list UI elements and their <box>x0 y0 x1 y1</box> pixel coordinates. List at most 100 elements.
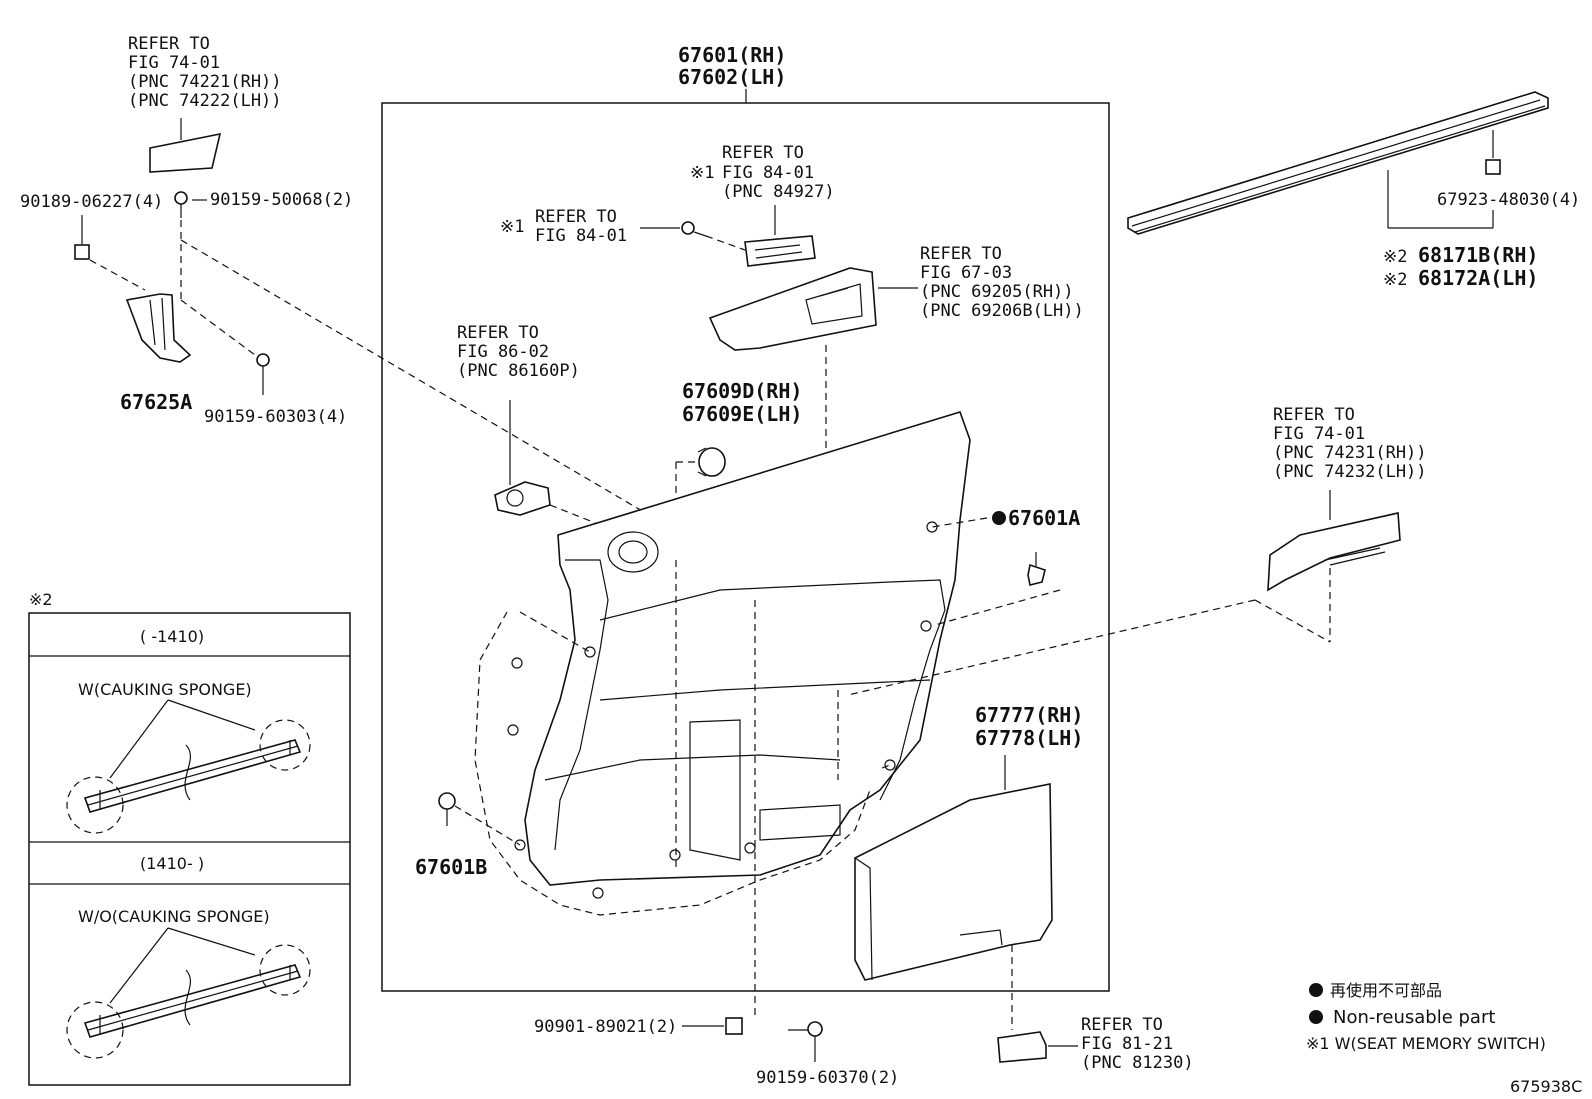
label-67601B[interactable]: 67601B <box>415 855 487 879</box>
svg-text:67777(RH): 67777(RH) <box>975 703 1083 727</box>
svg-text:FIG 74-01: FIG 74-01 <box>1273 424 1365 444</box>
non-reusable-marker-icon <box>1309 1010 1323 1024</box>
svg-text:※2: ※2 <box>29 590 53 609</box>
window-switch-cover <box>1267 512 1401 592</box>
svg-text:67778(LH): 67778(LH) <box>975 726 1083 750</box>
svg-text:90159-50068(2): 90159-50068(2) <box>210 190 353 210</box>
svg-text:90159-60370(2): 90159-60370(2) <box>756 1068 899 1088</box>
mirror-cover-part <box>149 132 222 173</box>
label-67601[interactable]: 67601(RH) 67602(LH) <box>678 43 786 89</box>
door-trim-panel <box>524 411 971 886</box>
svg-text:67602(LH): 67602(LH) <box>678 65 786 89</box>
clip-67601A-icon <box>1027 552 1046 586</box>
label-ref-fig-67-03[interactable]: REFER TO FIG 67-03 (PNC 69205(RH)) (PNC … <box>920 244 1084 321</box>
svg-text:FIG 67-03: FIG 67-03 <box>920 263 1012 283</box>
clip-90901-icon <box>725 1017 743 1035</box>
svg-text:W(CAUKING SPONGE): W(CAUKING SPONGE) <box>78 680 252 699</box>
courtesy-lamp-part <box>997 1031 1047 1063</box>
svg-text:FIG 74-01: FIG 74-01 <box>128 53 220 73</box>
label-67923-48030[interactable]: 67923-48030(4) <box>1437 190 1580 210</box>
svg-text:Non-reusable part: Non-reusable part <box>1333 1007 1495 1028</box>
lower-trim-panel-67777 <box>854 783 1053 981</box>
label-90189-06227[interactable]: 90189-06227(4) <box>20 192 163 212</box>
svg-text:(PNC 81230): (PNC 81230) <box>1081 1053 1194 1073</box>
legend: 再使用不可部品 Non-reusable part ※1 W(SEAT MEMO… <box>1306 981 1546 1053</box>
svg-text:REFER TO: REFER TO <box>722 143 804 163</box>
svg-text:675938C: 675938C <box>1510 1077 1582 1096</box>
svg-text:(PNC 74232(LH)): (PNC 74232(LH)) <box>1273 462 1427 482</box>
svg-text:FIG 84-01: FIG 84-01 <box>535 226 627 246</box>
non-reusable-marker-icon <box>1309 983 1323 997</box>
label-67777[interactable]: 67777(RH) 67778(LH) <box>975 703 1083 750</box>
screw-icon <box>681 221 707 237</box>
label-90901-89021[interactable]: 90901-89021(2) <box>534 1017 677 1037</box>
label-ref-fig-74-01-top[interactable]: REFER TO FIG 74-01 (PNC 74221(RH)) (PNC … <box>128 34 282 111</box>
svg-text:( -1410): ( -1410) <box>140 627 204 646</box>
armrest-switch-base <box>708 267 877 351</box>
label-ref-fig-84-01-switch[interactable]: REFER TO ※1 FIG 84-01 (PNC 84927) <box>690 143 835 202</box>
label-ref-fig-74-01-right[interactable]: REFER TO FIG 74-01 (PNC 74231(RH)) (PNC … <box>1273 405 1427 482</box>
label-67601A[interactable]: 67601A <box>992 506 1080 530</box>
speaker-grille-ring <box>607 531 659 573</box>
svg-text:(PNC 84927): (PNC 84927) <box>722 182 835 202</box>
inset-calking-sponge: ※2 ( -1410) W(CAUKING SPONGE) (1410- ) W… <box>28 590 351 1086</box>
bracket-67625A <box>125 293 192 363</box>
svg-text:※2: ※2 <box>1383 270 1407 290</box>
label-90159-60370[interactable]: 90159-60370(2) <box>756 1068 899 1088</box>
svg-text:68172A(LH): 68172A(LH) <box>1418 266 1538 290</box>
figure-code: 675938C <box>1510 1077 1582 1096</box>
svg-text:68171B(RH): 68171B(RH) <box>1418 243 1538 267</box>
cap-67609-part <box>697 447 726 477</box>
svg-text:REFER TO: REFER TO <box>457 323 539 343</box>
svg-text:※1: ※1 <box>500 217 524 237</box>
clip-67923-icon <box>1485 159 1501 175</box>
svg-text:(PNC 69205(RH)): (PNC 69205(RH)) <box>920 282 1074 302</box>
svg-text:90189-06227(4): 90189-06227(4) <box>20 192 163 212</box>
label-67625A[interactable]: 67625A <box>120 390 192 414</box>
svg-text:FIG 84-01: FIG 84-01 <box>722 163 814 183</box>
svg-text:FIG 86-02: FIG 86-02 <box>457 342 549 362</box>
non-reusable-marker-icon <box>992 511 1006 525</box>
svg-text:67625A: 67625A <box>120 390 192 414</box>
svg-text:再使用不可部品: 再使用不可部品 <box>1330 981 1442 1000</box>
svg-text:(PNC 74222(LH)): (PNC 74222(LH)) <box>128 91 282 111</box>
label-90159-50068[interactable]: 90159-50068(2) <box>210 190 353 210</box>
screw-90159-60370-icon <box>788 1021 823 1037</box>
svg-text:(PNC 74231(RH)): (PNC 74231(RH)) <box>1273 443 1427 463</box>
svg-text:67601B: 67601B <box>415 855 487 879</box>
clip-67601B-icon <box>438 792 456 826</box>
svg-text:REFER TO: REFER TO <box>920 244 1002 264</box>
svg-text:(PNC 69206B(LH)): (PNC 69206B(LH)) <box>920 301 1084 321</box>
svg-text:(PNC 86160P): (PNC 86160P) <box>457 361 580 381</box>
clip-dots <box>507 521 938 899</box>
svg-text:90159-60303(4): 90159-60303(4) <box>204 407 347 427</box>
svg-text:REFER TO: REFER TO <box>1273 405 1355 425</box>
svg-text:90901-89021(2): 90901-89021(2) <box>534 1017 677 1037</box>
svg-text:67923-48030(4): 67923-48030(4) <box>1437 190 1580 210</box>
svg-text:REFER TO: REFER TO <box>535 207 617 227</box>
label-ref-fig-86-02[interactable]: REFER TO FIG 86-02 (PNC 86160P) <box>457 323 580 381</box>
label-90159-60303[interactable]: 90159-60303(4) <box>204 407 347 427</box>
svg-text:FIG 81-21: FIG 81-21 <box>1081 1034 1173 1054</box>
label-67609[interactable]: 67609D(RH) 67609E(LH) <box>682 379 802 426</box>
svg-text:REFER TO: REFER TO <box>128 34 210 54</box>
svg-text:REFER TO: REFER TO <box>1081 1015 1163 1035</box>
svg-text:(PNC 74221(RH)): (PNC 74221(RH)) <box>128 72 282 92</box>
svg-text:※2: ※2 <box>1383 247 1407 267</box>
svg-text:67601A: 67601A <box>1008 506 1080 530</box>
svg-text:67601(RH): 67601(RH) <box>678 43 786 67</box>
svg-text:67609E(LH): 67609E(LH) <box>682 402 802 426</box>
svg-text:W/O(CAUKING SPONGE): W/O(CAUKING SPONGE) <box>78 907 270 926</box>
clip-icon <box>74 244 90 260</box>
screw-icon <box>256 353 270 395</box>
svg-text:※1: ※1 <box>690 163 714 183</box>
svg-text:67609D(RH): 67609D(RH) <box>682 379 802 403</box>
screw-icon <box>174 191 188 218</box>
label-68171B[interactable]: ※2 68171B(RH) ※2 68172A(LH) <box>1383 243 1538 290</box>
label-ref-fig-84-01-screw[interactable]: ※1 REFER TO FIG 84-01 <box>500 207 627 246</box>
svg-text:(1410- ): (1410- ) <box>140 854 204 873</box>
seat-memory-switch <box>744 235 816 267</box>
label-ref-fig-81-21[interactable]: REFER TO FIG 81-21 (PNC 81230) <box>1081 1015 1194 1073</box>
svg-text:※1 W(SEAT MEMORY SWITCH): ※1 W(SEAT MEMORY SWITCH) <box>1306 1034 1546 1053</box>
